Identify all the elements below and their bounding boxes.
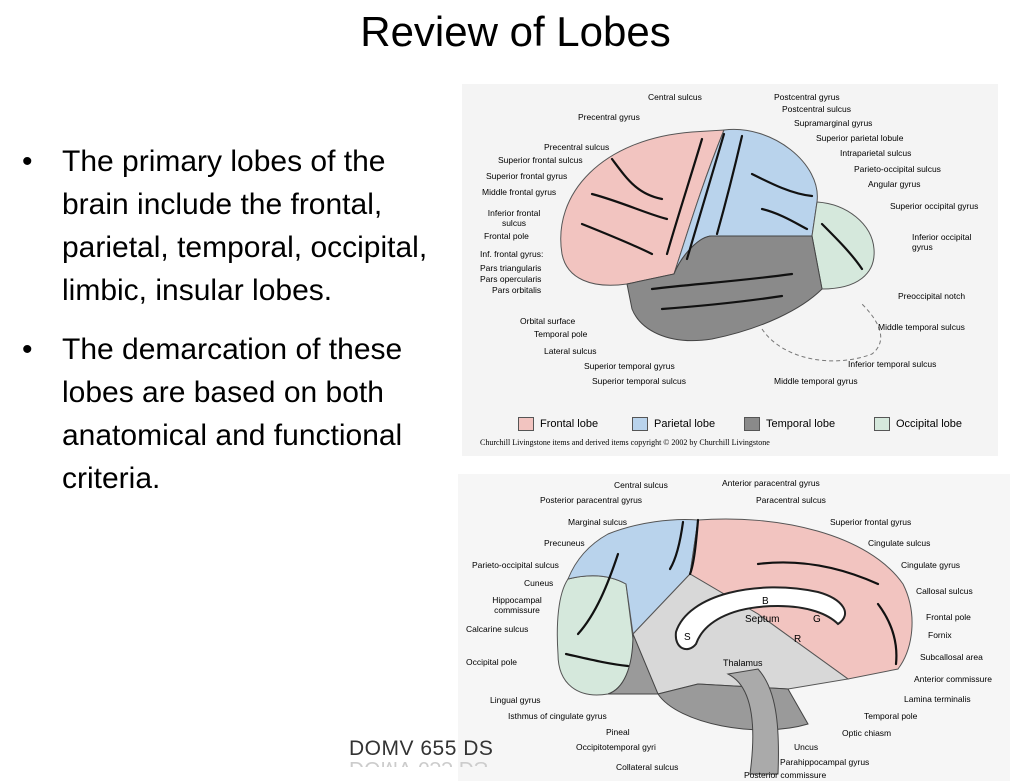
figure-label: Temporal pole <box>534 329 588 339</box>
footer-reflection: DOMV 655 DS <box>349 756 488 767</box>
bullet-text: The demarcation of these lobes are based… <box>62 333 403 495</box>
figure-label: Lamina terminalis <box>904 694 971 704</box>
inner-label: Septum <box>745 614 780 625</box>
figure-label: Calcarine sulcus <box>466 624 529 634</box>
figure-label: Collateral sulcus <box>616 762 679 772</box>
figure-label: Posterior paracentral gyrus <box>540 495 643 505</box>
figure-label: Frontal pole <box>484 231 529 241</box>
inner-label: R <box>794 634 802 645</box>
legend-parietal: Parietal lobe <box>632 417 715 431</box>
figure-label: Pars opercularis <box>480 274 542 284</box>
figure-label: Posterior commissure <box>744 770 827 780</box>
figure-label: Angular gyrus <box>868 179 921 189</box>
bullet-dot: • <box>22 145 33 178</box>
legend-swatch <box>632 417 648 431</box>
figure-label: Superior occipital gyrus <box>890 201 979 211</box>
figure-label: Frontal pole <box>926 612 971 622</box>
legend-frontal: Frontal lobe <box>518 417 598 431</box>
legend-swatch <box>874 417 890 431</box>
figure-label: Inferior frontal sulcus <box>487 208 541 228</box>
footer-text: DOMV 655 DS <box>349 737 494 760</box>
figure-label: Superior frontal sulcus <box>498 155 583 165</box>
bullet-text: The primary lobes of the brain include t… <box>62 145 428 307</box>
slide-title: Review of Lobes <box>360 8 671 55</box>
figure-label: Superior frontal gyrus <box>830 517 912 527</box>
lateral-brain-drawing <box>560 128 882 362</box>
figure-label: Optic chiasm <box>842 728 892 738</box>
medial-brain-drawing <box>556 518 913 775</box>
bullet-dot: • <box>22 333 33 366</box>
figure-label: Cingulate gyrus <box>901 560 961 570</box>
inner-label: B <box>762 596 769 607</box>
figure-label: Isthmus of cingulate gyrus <box>508 711 607 721</box>
legend-swatch <box>744 417 760 431</box>
figure-label: Middle temporal gyrus <box>774 376 858 386</box>
figure-label: Callosal sulcus <box>916 586 973 596</box>
legend-temporal: Temporal lobe <box>744 417 835 431</box>
legend-label: Occipital lobe <box>896 418 963 430</box>
figure-label: Lateral sulcus <box>544 346 597 356</box>
figure-label: Occipital pole <box>466 657 518 667</box>
medial-brain-figure: B Septum G S R Thalamus Central sulcus A… <box>458 474 1010 781</box>
figure-label: Middle frontal gyrus <box>482 187 557 197</box>
bullet-item: • The demarcation of these lobes are base… <box>22 328 442 500</box>
figure-label: Inferior occipital gyrus <box>912 232 972 252</box>
figure-label: Superior frontal gyrus <box>486 171 568 181</box>
figure-label: Cingulate sulcus <box>868 538 931 548</box>
inner-label: G <box>813 614 821 625</box>
figure-label: Anterior commissure <box>914 674 992 684</box>
legend-label: Temporal lobe <box>766 418 836 430</box>
figure-label: Intraparietal sulcus <box>840 148 912 158</box>
figure-label: Cuneus <box>524 578 554 588</box>
bullet-item: • The primary lobes of the brain include … <box>22 140 442 312</box>
bullet-list: • The primary lobes of the brain include … <box>22 140 442 516</box>
legend-occipital: Occipital lobe <box>874 417 962 431</box>
figure-label: Precuneus <box>544 538 585 548</box>
figure-label: Preoccipital notch <box>898 291 966 301</box>
figure-label: Postcentral sulcus <box>782 104 851 114</box>
figure-label: Parieto-occipital sulcus <box>472 560 559 570</box>
figure-label: Pars orbitalis <box>492 285 542 295</box>
footer-reflection-text: DOMV 655 DS <box>349 756 488 767</box>
figure-label: Anterior paracentral gyrus <box>722 478 820 488</box>
figure-label: Marginal sulcus <box>568 517 628 527</box>
figure-label: Superior temporal sulcus <box>592 376 687 386</box>
inner-label: S <box>684 632 691 643</box>
figure-label: Hippocampal commissure <box>492 595 542 615</box>
figure-label: Subcallosal area <box>920 652 983 662</box>
figure-label: Central sulcus <box>614 480 668 490</box>
legend-label: Frontal lobe <box>540 418 599 430</box>
figure-label: Fornix <box>928 630 952 640</box>
figure-label: Supramarginal gyrus <box>794 118 873 128</box>
figure-label: Inferior temporal sulcus <box>848 359 937 369</box>
figure-label: Middle temporal sulcus <box>878 322 965 332</box>
figure-label: Occipitotemporal gyri <box>576 742 656 752</box>
figure-label: Parahippocampal gyrus <box>780 757 870 767</box>
copyright-note: Churchill Livingstone items and derived … <box>480 438 770 447</box>
figure-label: Orbital surface <box>520 316 576 326</box>
figure-label: Superior parietal lobule <box>816 133 904 143</box>
figure-label: Paracentral sulcus <box>756 495 826 505</box>
figure-label: Lingual gyrus <box>490 695 541 705</box>
figure-label: Pineal <box>606 727 630 737</box>
lateral-brain-figure: Central sulcus Postcentral gyrus Postcen… <box>462 84 998 456</box>
figure-label: Precentral sulcus <box>544 142 610 152</box>
figure-label: Precentral gyrus <box>578 112 640 122</box>
figure-label: Postcentral gyrus <box>774 92 840 102</box>
figure-label: Parieto-occipital sulcus <box>854 164 941 174</box>
figure-label: Pars triangularis <box>480 263 542 273</box>
figure-label: Inf. frontal gyrus: <box>480 249 544 259</box>
legend-swatch <box>518 417 534 431</box>
legend-label: Parietal lobe <box>654 418 716 430</box>
figure-label: Temporal pole <box>864 711 918 721</box>
figure-label: Central sulcus <box>648 92 702 102</box>
inner-label: Thalamus <box>723 658 763 668</box>
figure-label: Superior temporal gyrus <box>584 361 675 371</box>
figure-label: Uncus <box>794 742 819 752</box>
